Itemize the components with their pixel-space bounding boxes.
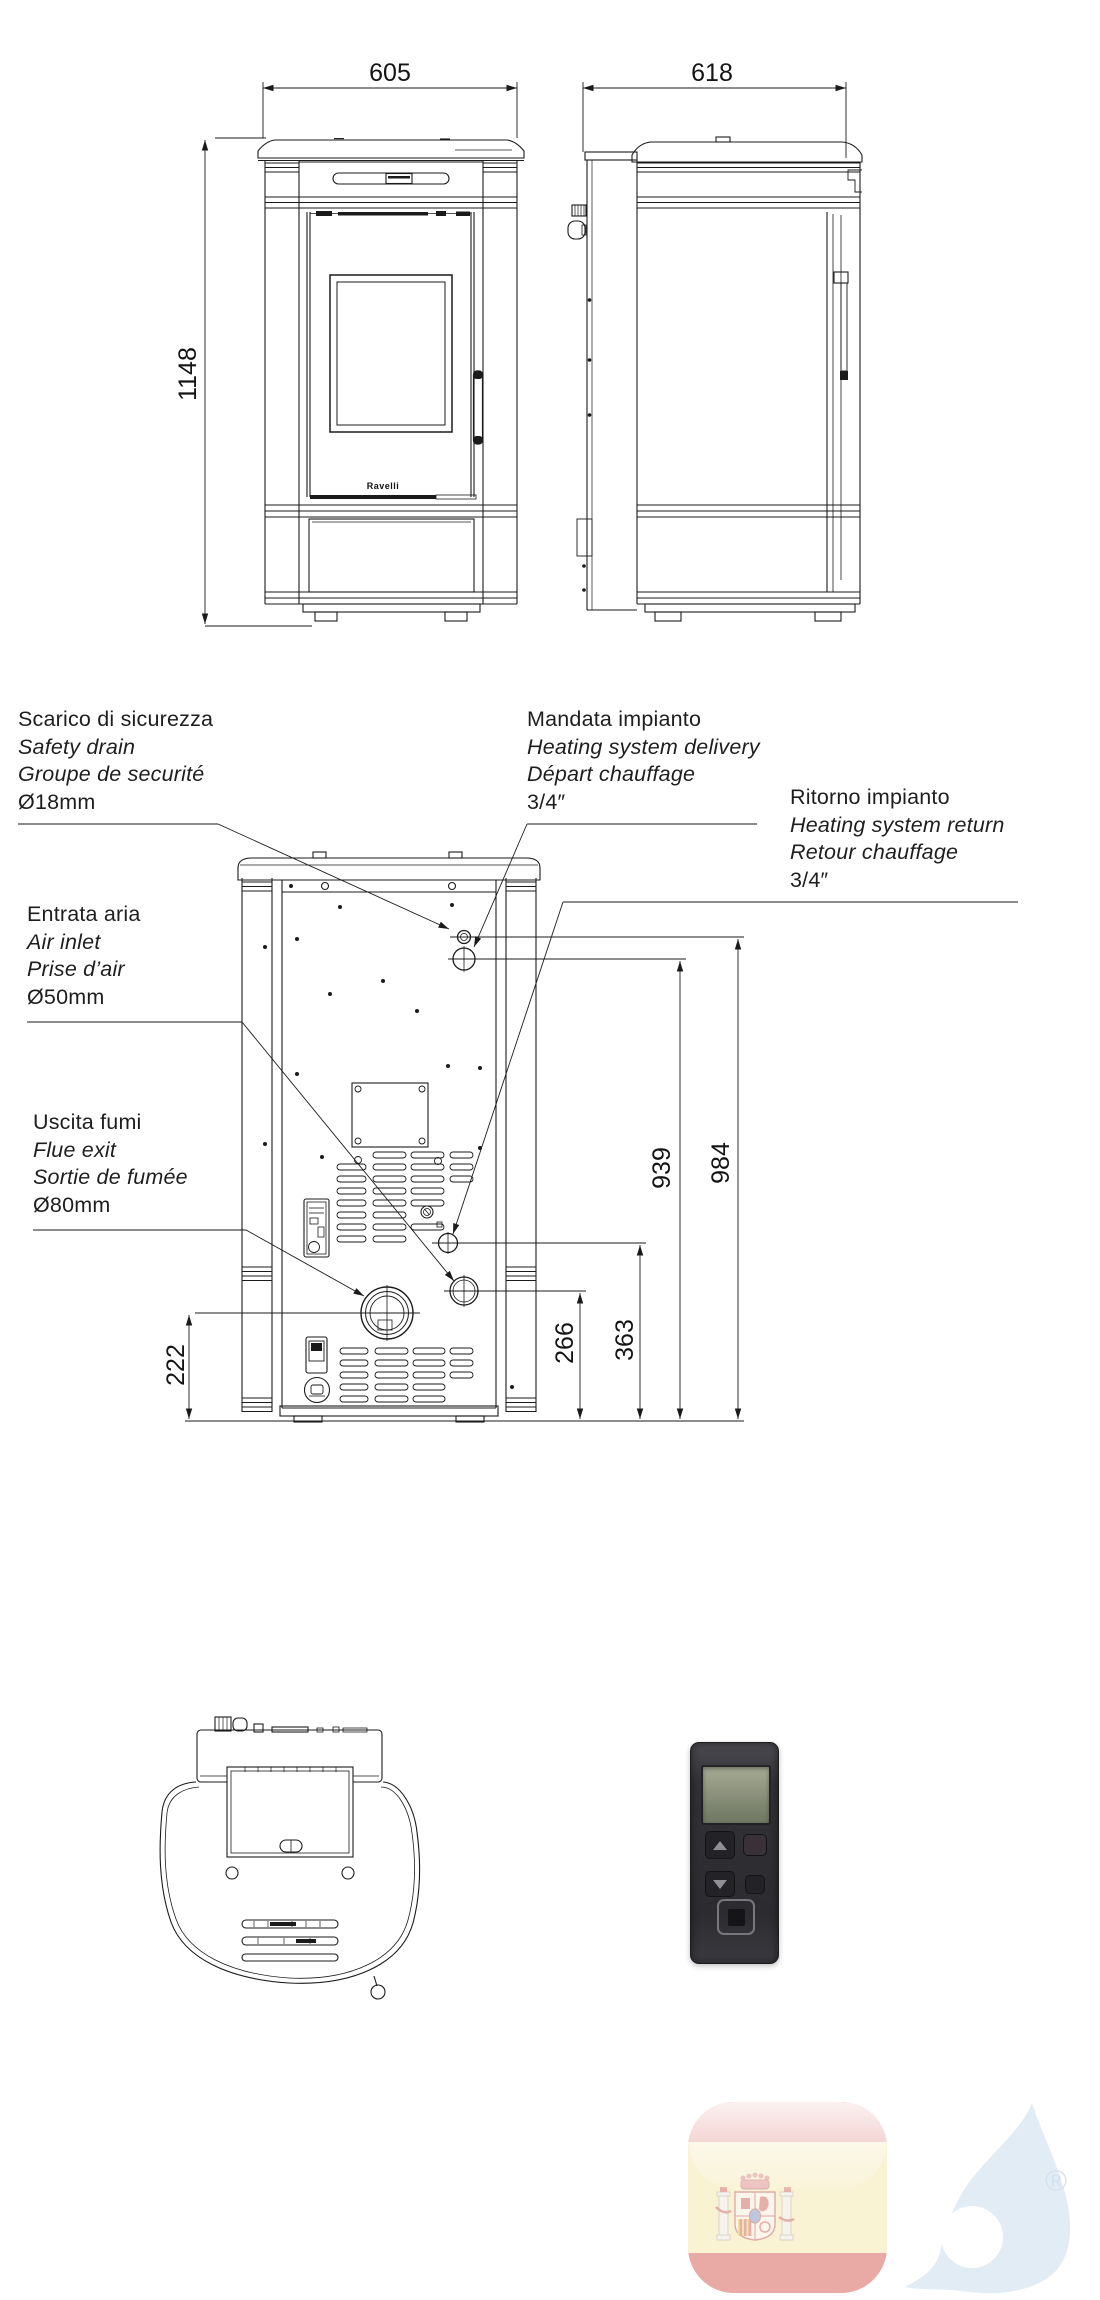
annotation-heating-return: Ritorno impianto Heating system return R…: [790, 784, 1005, 894]
water-drop-logo: ®: [905, 2103, 1071, 2294]
remote-control-photo: [690, 1742, 779, 1964]
vent-slots-lower: [339, 1347, 474, 1403]
chevron-up-icon: [713, 1840, 727, 1850]
remote-up-button: [705, 1831, 735, 1859]
pillar-left: [715, 2187, 732, 2241]
annotation-line: Entrata aria: [27, 902, 141, 926]
dim-safety-drain-height: 984: [707, 1142, 735, 1184]
dim-flue-height: 222: [162, 1344, 190, 1386]
annotation-line: Scarico di sicurezza: [18, 707, 214, 731]
chevron-down-icon: [713, 1879, 727, 1889]
flag-red-band-top: [688, 2102, 887, 2143]
annotation-line: Ø18mm: [18, 789, 96, 814]
drop-shape: [905, 2103, 1071, 2294]
remote-button: [743, 1834, 767, 1856]
annotation-air-inlet: Entrata aria Air inlet Prise d’air Ø50mm: [27, 901, 141, 1011]
front-view-drawing: [257, 138, 525, 622]
dimension-lines: [185, 82, 847, 1422]
annotation-line: Air inlet: [27, 929, 101, 954]
remote-button: [745, 1875, 765, 1894]
annotation-line: Retour chauffage: [790, 840, 959, 864]
flag-red-band-bottom: [688, 2252, 887, 2293]
annotation-heating-delivery: Mandata impianto Heating system delivery…: [527, 706, 760, 816]
dim-delivery-height: 939: [648, 1147, 676, 1189]
annotation-line: Départ chauffage: [527, 762, 696, 786]
dim-return-height: 363: [611, 1319, 639, 1361]
remote-down-button: [705, 1871, 735, 1897]
remote-ok-button: [717, 1899, 755, 1935]
annotation-line: Groupe de securité: [18, 762, 205, 786]
leader-lines: [18, 823, 1018, 1297]
annotation-line: 3/4″: [527, 789, 566, 814]
annotation-line: Flue exit: [33, 1137, 117, 1162]
annotation-line: Ø50mm: [27, 984, 105, 1009]
annotation-line: Heating system delivery: [527, 734, 760, 759]
annotation-line: 3/4″: [790, 867, 829, 892]
annotation-flue-exit: Uscita fumi Flue exit Sortie de fumée Ø8…: [33, 1109, 188, 1219]
rear-view-drawing: [237, 851, 541, 1423]
dim-air-inlet-height: 266: [551, 1322, 579, 1364]
remote-screen: [701, 1765, 771, 1825]
side-view-drawing: [567, 136, 863, 622]
dim-height: 1148: [174, 347, 202, 401]
annotation-line: Uscita fumi: [33, 1110, 142, 1134]
annotation-safety-drain: Scarico di sicurezza Safety drain Groupe…: [18, 706, 213, 816]
annotation-line: Sortie de fumée: [33, 1165, 188, 1189]
spain-flag-logo: [688, 2102, 887, 2293]
annotation-line: Ritorno impianto: [790, 785, 950, 809]
annotation-line: Mandata impianto: [527, 707, 702, 731]
annotation-line: Prise d’air: [27, 957, 125, 981]
pillar-right: [778, 2187, 795, 2241]
ok-button-core: [727, 1908, 745, 1926]
coat-of-arms: [715, 2172, 795, 2241]
top-view-drawing: [159, 1716, 421, 2000]
vent-slots-upper: [336, 1151, 474, 1243]
registered-mark: ®: [1045, 2165, 1067, 2198]
annotation-line: Safety drain: [18, 734, 136, 759]
annotation-line: Ø80mm: [33, 1192, 111, 1217]
flag-gloss: [688, 2102, 887, 2190]
drop-cutout: [941, 2206, 1003, 2268]
annotation-line: Heating system return: [790, 812, 1005, 837]
brand-label: Ravelli: [366, 481, 400, 491]
dim-front-width: 605: [369, 59, 411, 87]
dim-depth: 618: [691, 59, 733, 87]
